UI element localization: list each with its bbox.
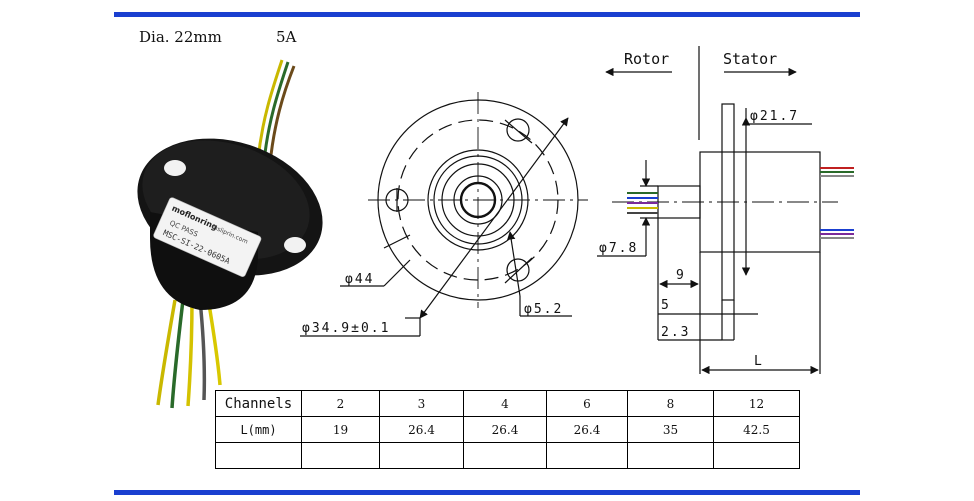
dim-9-label: 9 [676,268,686,283]
table-row [215,442,800,469]
dim-L-label: L [754,354,764,369]
table-cell: 4 [463,390,547,417]
table-cell [379,442,464,469]
row-header: L(mm) [215,416,302,443]
dim-2-3-label: 2.3 [661,325,690,340]
bottom-wires [156,297,222,409]
side-view [597,46,838,375]
table-cell [546,442,628,469]
table-cell: 26.4 [379,416,464,443]
product-photo: moflonring msliprin.com QC PASS MSC-SI-2… [137,59,323,409]
table-cell: 26.4 [463,416,547,443]
stator-wires [820,167,854,239]
row-header: Channels [215,390,302,417]
rotor-label: Rotor [624,50,669,68]
dim-shaft-label: φ7.8 [599,241,638,256]
dim-bolt-circle-label: φ34.9±0.1 [302,321,390,336]
table-row: L(mm) 19 26.4 26.4 26.4 35 42.5 [215,416,800,443]
row-header [215,442,302,469]
flange-hole-icon [284,237,306,253]
table-cell [627,442,714,469]
flange-hole-icon [164,160,186,176]
bottom-border-bar [114,490,860,495]
table-cell [463,442,547,469]
table-cell [301,442,380,469]
top-wires [256,59,296,165]
dim-5-label: 5 [661,298,671,313]
table-cell: 12 [713,390,800,417]
top-border-bar [114,12,860,17]
diameter-label: Dia. 22mm [139,28,222,46]
table-cell: 26.4 [546,416,628,443]
front-view [300,92,588,337]
table-cell [713,442,800,469]
current-label: 5A [276,28,297,46]
table-cell: 35 [627,416,714,443]
table-row: Channels 2 3 4 6 8 12 [215,390,800,417]
rotor-wires [627,192,658,214]
table-cell: 8 [627,390,714,417]
dim-hole-label: φ5.2 [524,302,563,317]
table-cell: 6 [546,390,628,417]
dim-flange-label: φ21.7 [750,109,799,124]
table-cell: 19 [301,416,380,443]
channel-length-table: Channels 2 3 4 6 8 12 L(mm) 19 26.4 26.4… [215,390,800,469]
table-cell: 3 [379,390,464,417]
dim-outer-label: φ44 [345,272,374,287]
table-cell: 2 [301,390,380,417]
table-cell: 42.5 [713,416,800,443]
stator-label: Stator [723,50,777,68]
